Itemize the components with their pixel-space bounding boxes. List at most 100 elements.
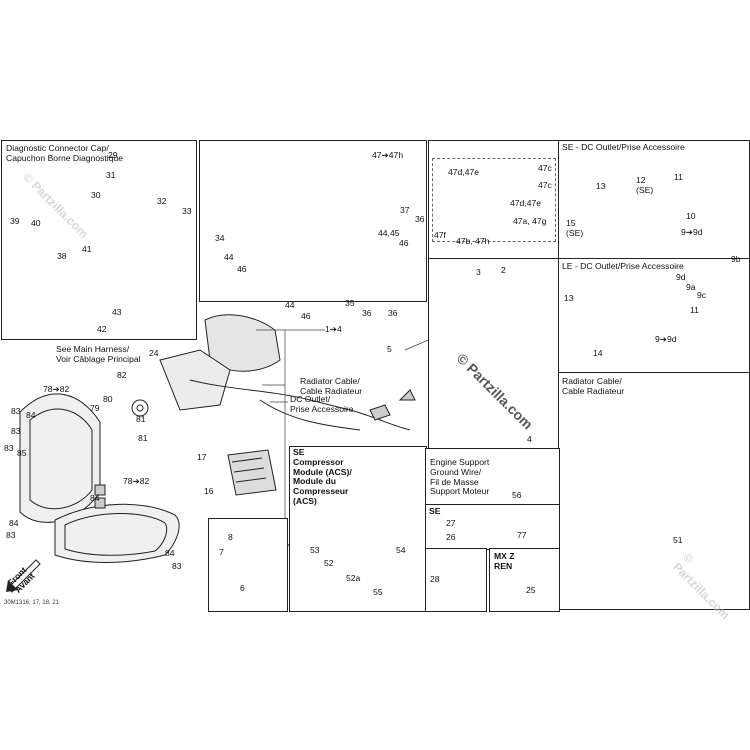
callout-55: 55 bbox=[373, 587, 383, 597]
callout-13-le: 13 bbox=[564, 293, 574, 303]
diagnostic-connector-panel bbox=[1, 140, 197, 340]
callout-56: 56 bbox=[512, 490, 522, 500]
se-compressor-heading: SE Compressor Module (ACS)/ Module du Co… bbox=[293, 447, 352, 506]
callout-27: 27 bbox=[446, 518, 456, 528]
callout-36-a: 36 bbox=[415, 214, 425, 224]
callout-80: 80 bbox=[103, 394, 113, 404]
ellipse-28-panel bbox=[425, 548, 487, 612]
diagram-reference-code: 30M1316, 17, 18, 21 bbox=[4, 600, 60, 606]
callout-26: 26 bbox=[446, 532, 456, 542]
callout-44-45: 44,45 bbox=[378, 228, 400, 238]
callout-9c: 9c bbox=[697, 290, 707, 300]
callout-46-b: 46 bbox=[399, 238, 409, 248]
callout-47b-47h: 47b, 47h bbox=[456, 236, 490, 246]
callout-4: 4 bbox=[527, 434, 532, 444]
callout-38: 38 bbox=[57, 251, 67, 261]
dc-outlet-center-panel bbox=[208, 518, 288, 612]
callout-43: 43 bbox=[112, 307, 122, 317]
callout-84-a: 84 bbox=[26, 410, 36, 420]
le-dc-outlet-title: LE - DC Outlet/Prise Accessoire bbox=[562, 261, 684, 271]
callout-25: 25 bbox=[526, 585, 536, 595]
leader-lines bbox=[256, 155, 441, 520]
callout-5: 5 bbox=[387, 344, 392, 354]
see-main-harness-panel bbox=[1, 342, 151, 372]
callout-9-9d-le: 9➔9d bbox=[655, 334, 677, 344]
callout-85: 85 bbox=[17, 448, 27, 458]
callout-79: 79 bbox=[90, 403, 100, 413]
callout-84-b: 84 bbox=[90, 493, 100, 503]
callout-15-se: 15 (SE) bbox=[566, 218, 584, 238]
radiator-cable-panel bbox=[558, 372, 750, 610]
callout-33: 33 bbox=[182, 206, 192, 216]
callout-53: 53 bbox=[310, 545, 320, 555]
callout-47d-47e: 47d,47e bbox=[448, 167, 480, 177]
callout-83-d: 83 bbox=[6, 530, 16, 540]
callout-51: 51 bbox=[673, 535, 683, 545]
callout-32: 32 bbox=[157, 196, 167, 206]
callout-44-b: 44 bbox=[285, 300, 295, 310]
callout-9d: 9d bbox=[676, 272, 686, 282]
se-compressor-title: SE Compressor Module (ACS)/ Module du Co… bbox=[293, 447, 352, 507]
callout-84-c: 84 bbox=[9, 518, 19, 528]
callout-36-b: 36 bbox=[362, 308, 372, 318]
callout-47a-47g: 47a, 47g bbox=[513, 216, 547, 226]
callout-10: 10 bbox=[686, 211, 696, 221]
se-small-panel bbox=[425, 504, 560, 550]
callout-13-se: 13 bbox=[596, 181, 606, 191]
callout-52: 52 bbox=[324, 558, 334, 568]
callout-36-c: 36 bbox=[388, 308, 398, 318]
callout-83-b: 83 bbox=[11, 426, 21, 436]
callout-82: 82 bbox=[117, 370, 127, 380]
callout-9-9d-se: 9➔9d bbox=[681, 227, 703, 237]
callout-47d-47e-b: 47d,47e bbox=[510, 198, 542, 208]
engine-support-title: Engine Support Ground Wire/ Fil de Masse… bbox=[430, 457, 490, 497]
callout-2: 2 bbox=[501, 265, 506, 275]
callout-81-b: 81 bbox=[138, 433, 148, 443]
center-top-panel bbox=[199, 140, 427, 302]
headlight-drawing bbox=[19, 393, 180, 563]
callout-54: 54 bbox=[396, 545, 406, 555]
callout-41: 41 bbox=[82, 244, 92, 254]
callout-83-e: 83 bbox=[172, 561, 182, 571]
callout-44-a: 44 bbox=[224, 252, 234, 262]
callout-3: 3 bbox=[476, 267, 481, 277]
center-wiring-drawing bbox=[131, 314, 416, 496]
radiator-cable-center-title: Radiator Cable/ Cable Radiateur bbox=[300, 376, 363, 396]
callout-37: 37 bbox=[400, 205, 410, 215]
callout-84-d: 84 bbox=[165, 548, 175, 558]
callout-17: 17 bbox=[197, 452, 207, 462]
callout-16: 16 bbox=[204, 486, 214, 496]
callout-8: 8 bbox=[228, 532, 233, 542]
diagnostic-connector-title: Diagnostic Connector Cap/ Capuchon Borne… bbox=[6, 143, 124, 163]
callout-12-se: 12 (SE) bbox=[636, 175, 654, 195]
callout-52a: 52a bbox=[346, 573, 361, 583]
callout-77: 77 bbox=[517, 530, 527, 540]
callout-35: 35 bbox=[345, 298, 355, 308]
callout-46-c: 46 bbox=[301, 311, 311, 321]
callout-7: 7 bbox=[219, 547, 224, 557]
se-dc-outlet-panel bbox=[558, 140, 750, 260]
callout-28: 28 bbox=[430, 574, 440, 584]
callout-1-4: 1➔4 bbox=[325, 324, 342, 334]
radiator-cable-title: Radiator Cable/ Cable Radiateur bbox=[562, 376, 625, 396]
callout-78-82-b: 78➔82 bbox=[123, 476, 150, 486]
callout-11-le: 11 bbox=[690, 305, 699, 315]
callout-78-82-a: 78➔82 bbox=[43, 384, 70, 394]
dc-outlet-center-title: DC Outlet/ Prise Accessoire bbox=[290, 394, 354, 414]
se-dc-outlet-title: SE - DC Outlet/Prise Accessoire bbox=[562, 142, 685, 152]
se-small-title: SE bbox=[429, 506, 441, 516]
see-main-harness-title: See Main Harness/ Voir Câblage Principal bbox=[56, 344, 141, 364]
callout-40: 40 bbox=[31, 218, 41, 228]
callout-83-c: 83 bbox=[4, 443, 14, 453]
callout-47f: 47f bbox=[434, 230, 446, 240]
callout-47-47h: 47➔47h bbox=[372, 150, 404, 160]
callout-47c-a: 47c bbox=[538, 163, 552, 173]
engine-support-panel bbox=[425, 448, 560, 506]
se-compressor-panel bbox=[289, 446, 427, 612]
callout-83-a: 83 bbox=[11, 406, 21, 416]
callout-30: 30 bbox=[91, 190, 101, 200]
callout-34: 34 bbox=[215, 233, 225, 243]
callout-24: 24 bbox=[149, 348, 159, 358]
